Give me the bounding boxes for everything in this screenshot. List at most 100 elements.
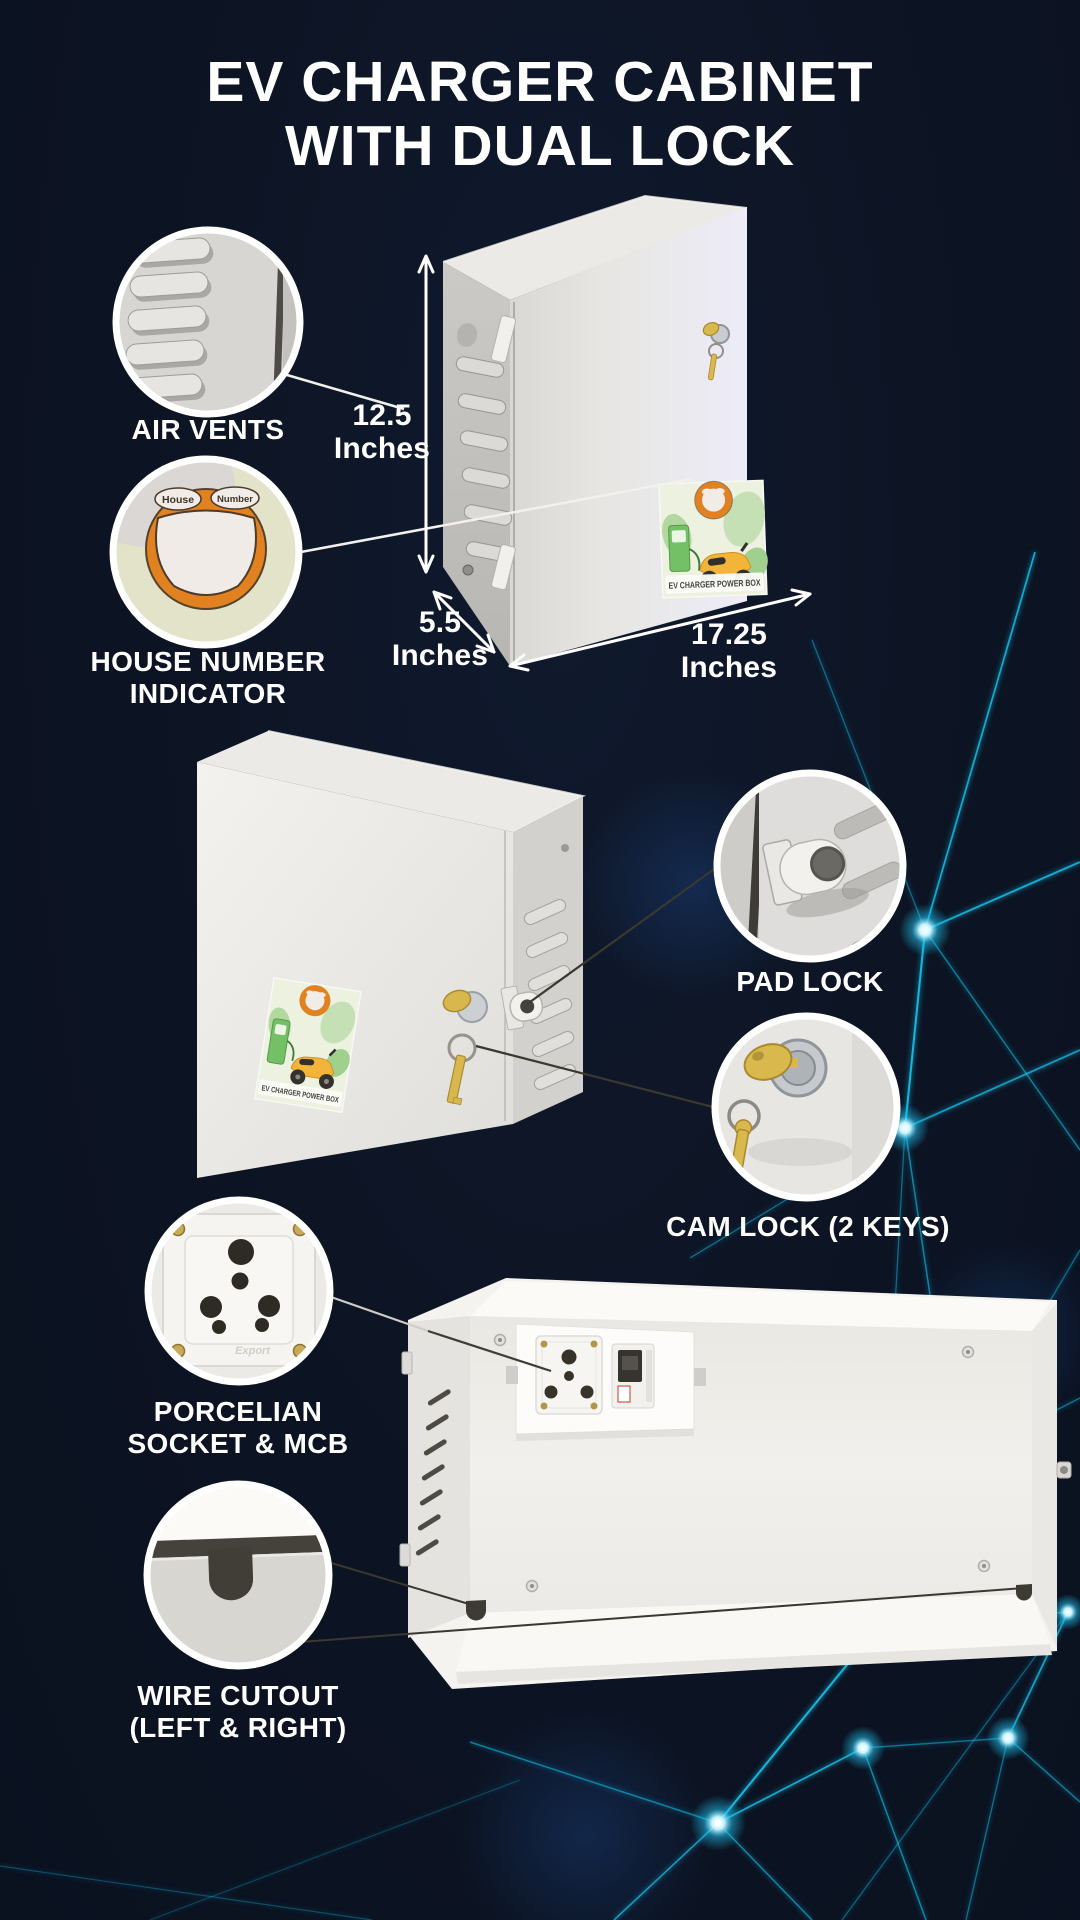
poster-title-line1: EV CHARGER CABINET <box>206 50 874 114</box>
air-vents-label-text: AIR VENTS <box>131 414 285 445</box>
house-number-label-line1: HOUSE NUMBER <box>90 646 326 677</box>
circle-border <box>109 455 303 649</box>
cabinet3-hinge-top <box>401 1351 413 1375</box>
connector-air-vents <box>286 373 405 411</box>
wire-cutout-label-line2: (LEFT & RIGHT) <box>129 1712 347 1743</box>
height-value: 12.5 <box>352 399 412 432</box>
callout-label-pad-lock: PAD LOCK <box>690 966 930 998</box>
pad-lock-hasp <box>500 985 544 1031</box>
logo-ring <box>694 480 733 520</box>
cabinet3-right-wall <box>1032 1303 1057 1648</box>
brand-sticker-2: EV CHARGER POWER BOX <box>254 977 362 1114</box>
circle-border <box>713 769 907 963</box>
connector-socket-a <box>330 1295 429 1333</box>
height-unit: Inches <box>333 432 431 465</box>
arrowhead <box>508 653 530 672</box>
cabinet2-door <box>197 762 513 1178</box>
callout-label-house-number: HOUSE NUMBER INDICATOR <box>58 646 358 710</box>
dimension-width-label: 17.25 Inches <box>659 618 799 684</box>
circle-border <box>144 1196 334 1386</box>
socket-label-line2: SOCKET & MCB <box>127 1428 349 1459</box>
house-number-label-line2: INDICATOR <box>129 678 287 709</box>
callout-label-wire-cutout: WIRE CUTOUT (LEFT & RIGHT) <box>78 1680 398 1744</box>
depth-unit: Inches <box>391 639 489 672</box>
dimension-annotations <box>417 254 812 672</box>
poster-title: EV CHARGER CABINET WITH DUAL LOCK <box>0 50 1080 178</box>
cabinet1-air-vent-louvers <box>455 356 515 563</box>
callout-label-air-vents: AIR VENTS <box>78 414 338 446</box>
photo-cabinet-open-interior <box>399 1278 1072 1689</box>
dimension-depth-label: 5.5 Inches <box>370 606 510 672</box>
width-unit: Inches <box>680 651 778 684</box>
pad-lock-hasp-closeup <box>762 838 869 918</box>
arrowhead <box>432 590 453 611</box>
cam-lock-with-keys <box>442 989 488 1106</box>
cam-lock-closeup <box>743 1038 828 1098</box>
callout-circle-pad-lock <box>713 769 907 963</box>
connector-cam-lock <box>475 1044 714 1109</box>
porcelain-socket <box>535 1335 603 1415</box>
cabinet3-ceiling <box>470 1281 1050 1331</box>
mcb-breaker <box>611 1343 655 1409</box>
connector-house-number <box>300 477 693 554</box>
cabinet2-top-face <box>197 731 583 832</box>
depth-value: 5.5 <box>418 606 462 639</box>
callout-circle-socket: Export <box>144 1196 334 1386</box>
poster-title-line2: WITH DUAL LOCK <box>284 114 796 178</box>
cabinet3-bottom-tray <box>456 1594 1050 1672</box>
dimension-height-label: 12.5 Inches <box>312 399 452 465</box>
photo-cabinet-dual-lock: EV CHARGER POWER BOX <box>197 730 586 1178</box>
callout-label-socket: PORCELIAN SOCKET & MCB <box>88 1396 388 1460</box>
wire-cutout-label-line1: WIRE CUTOUT <box>137 1680 339 1711</box>
cabinet1-knockout-hole <box>456 323 478 347</box>
arrowhead <box>417 254 435 274</box>
arrowhead <box>790 588 812 607</box>
circle-border <box>711 1012 901 1202</box>
door-hinge-top <box>490 315 517 364</box>
brand-sticker-1: EV CHARGER POWER BOX <box>658 479 768 599</box>
arrowhead <box>475 633 496 654</box>
callout-circle-cam-lock <box>711 1012 901 1202</box>
cabinet3-left-wall <box>408 1316 470 1638</box>
wire-cutout-right <box>1016 1584 1033 1601</box>
callout-connector-lines <box>286 373 1025 1643</box>
cabinet1-top-face <box>443 196 747 300</box>
cabinet2-screw <box>561 844 569 852</box>
house-number-sticker: House Number <box>145 486 267 610</box>
connector-pad-lock <box>529 866 718 1003</box>
door-gap-closeup <box>272 232 287 412</box>
pad-lock-label-text: PAD LOCK <box>736 966 884 997</box>
house-text: House <box>162 494 194 506</box>
callout-label-cam-lock: CAM LOCK (2 KEYS) <box>628 1211 988 1243</box>
photo-cabinet-exterior: EV CHARGER POWER BOX <box>442 194 768 666</box>
air-vent-louvers-closeup <box>123 237 214 404</box>
circle-border <box>112 226 304 418</box>
dimension-depth-line <box>432 590 496 654</box>
charger-illustration <box>668 524 701 573</box>
porcelain-socket-closeup: Export <box>162 1213 316 1367</box>
callout-circle-air-vents <box>112 226 304 418</box>
cabinet1-screw <box>462 564 474 576</box>
cabinet3-front-lip <box>456 1644 1052 1684</box>
arrowhead <box>417 554 435 574</box>
connector-wire-right <box>299 1587 1025 1643</box>
socket-brand-text: Export <box>235 1345 271 1357</box>
callout-circle-wire-cutout <box>143 1480 333 1670</box>
number-text: Number <box>217 494 253 505</box>
cabinet2-air-vent-louvers <box>523 898 577 1091</box>
cabinet3-hinge-bottom <box>399 1543 411 1567</box>
wire-cutout-closeup <box>149 1534 327 1664</box>
cabinet3-left-vent-slits <box>415 1389 451 1556</box>
cabinet1-cam-lock-with-keys <box>702 321 730 381</box>
sticker1-brand-text: EV CHARGER POWER BOX <box>668 578 760 591</box>
callout-circle-house-number: House Number <box>109 455 303 649</box>
dimension-width-line <box>508 592 812 668</box>
width-value: 17.25 <box>690 618 768 651</box>
circle-border <box>143 1480 333 1670</box>
door-hinge-bottom <box>491 544 516 591</box>
socket-label-line1: PORCELIAN <box>153 1396 323 1427</box>
cam-lock-label-text: CAM LOCK (2 KEYS) <box>666 1211 950 1242</box>
connector-wire-left <box>327 1561 480 1608</box>
